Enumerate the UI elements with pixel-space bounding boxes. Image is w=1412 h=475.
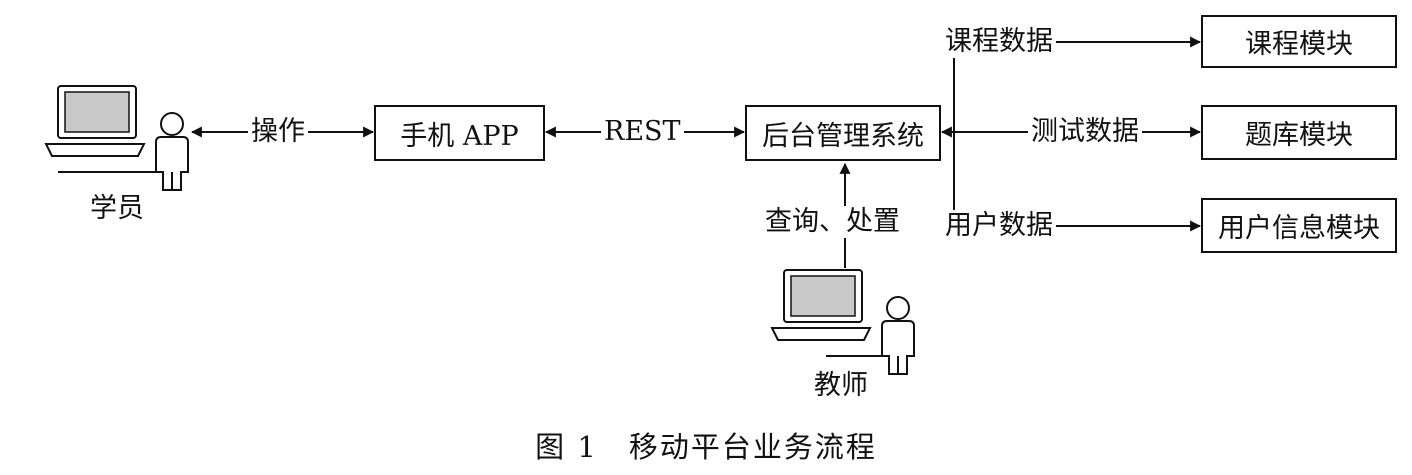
person-icon xyxy=(826,296,915,375)
laptop-icon xyxy=(44,85,146,157)
teacher-actor xyxy=(770,269,915,375)
mobile-app-node: 手机 APP xyxy=(374,105,545,161)
course-module-node: 课程模块 xyxy=(1201,15,1397,68)
teacher-label: 教师 xyxy=(814,370,868,401)
backend-node: 后台管理系统 xyxy=(745,105,941,161)
question-bank-module-node: 题库模块 xyxy=(1201,105,1397,160)
figure-caption: 图 1 移动平台业务流程 xyxy=(535,430,877,464)
person-icon xyxy=(58,112,189,191)
edge-label-test-data: 测试数据 xyxy=(1028,116,1142,148)
user-info-module-node: 用户信息模块 xyxy=(1201,198,1397,253)
student-actor xyxy=(44,85,189,191)
edge-label-rest: REST xyxy=(601,116,684,148)
laptop-icon xyxy=(770,269,872,341)
edge-label-operate: 操作 xyxy=(248,116,308,148)
student-label: 学员 xyxy=(90,193,144,224)
edge-label-course-data: 课程数据 xyxy=(942,26,1056,58)
edge-label-query-handle: 查询、处置 xyxy=(762,206,903,238)
edge-label-user-data: 用户数据 xyxy=(942,210,1056,242)
